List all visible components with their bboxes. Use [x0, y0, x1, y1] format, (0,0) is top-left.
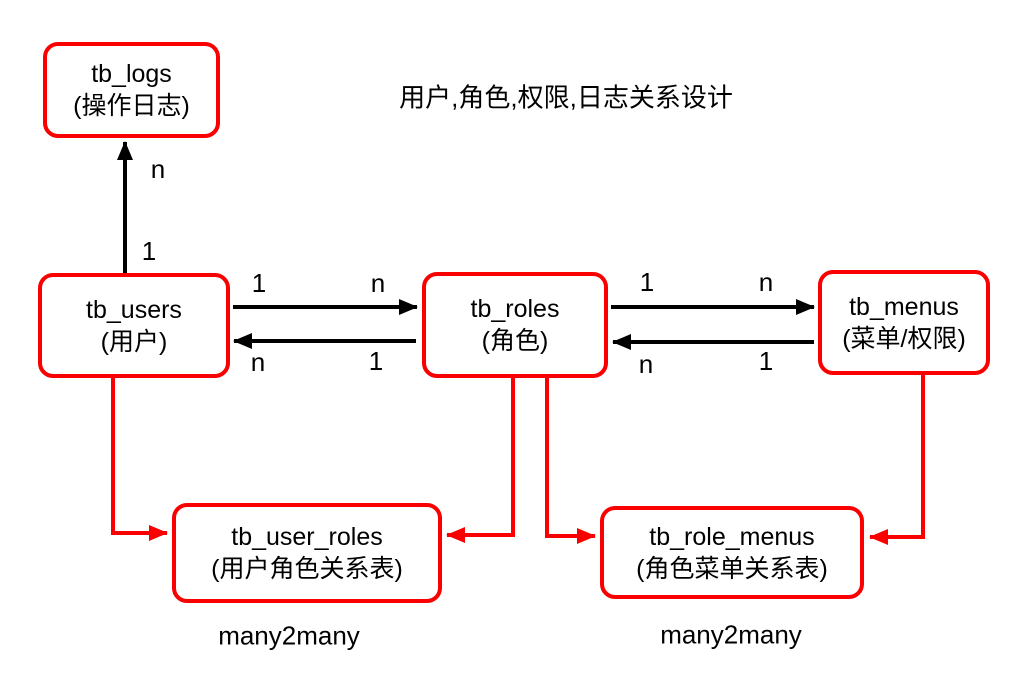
table-name: tb_user_roles: [231, 523, 383, 551]
table-name: tb_role_menus: [649, 522, 815, 551]
table-name: tb_users: [86, 295, 182, 324]
table-box-tb-menus: tb_menus (菜单/权限): [818, 270, 990, 375]
cardinality-label: 1: [368, 346, 384, 376]
table-desc: (用户): [100, 327, 168, 356]
table-box-tb-user-roles: tb_user_roles (用户角色关系表): [172, 503, 442, 603]
cardinality-label: n: [638, 349, 654, 379]
table-desc: (操作日志): [73, 92, 190, 120]
table-box-tb-logs: tb_logs (操作日志): [43, 42, 220, 138]
table-desc: (角色): [481, 327, 549, 355]
table-name: tb_logs: [91, 60, 172, 88]
many2many-label-right: many2many: [660, 619, 802, 650]
arrow-users-to-user-roles: [111, 377, 168, 541]
table-desc: (用户角色关系表): [211, 555, 403, 583]
arrow-roles-to-role-menus: [545, 378, 596, 544]
table-box-tb-users: tb_users (用户): [38, 273, 230, 378]
cardinality-label: 1: [639, 267, 655, 297]
diagram-title: 用户,角色,权限,日志关系设计: [399, 82, 733, 113]
table-box-tb-roles: tb_roles (角色): [422, 272, 608, 378]
table-desc: (角色菜单关系表): [636, 554, 828, 583]
arrow-roles-to-user-roles: [446, 378, 515, 543]
table-box-tb-role-menus: tb_role_menus (角色菜单关系表): [600, 506, 864, 599]
arrow-menus-to-role-menus: [869, 375, 925, 545]
many2many-label-left: many2many: [218, 620, 360, 651]
cardinality-label: 1: [141, 236, 157, 266]
cardinality-label: n: [150, 154, 166, 184]
table-desc: (菜单/权限): [842, 324, 966, 353]
cardinality-label: 1: [251, 268, 267, 298]
cardinality-label: n: [370, 268, 386, 298]
table-name: tb_roles: [470, 295, 560, 323]
cardinality-label: n: [250, 347, 266, 377]
cardinality-label: n: [758, 267, 774, 297]
cardinality-label: 1: [758, 346, 774, 376]
table-name: tb_menus: [849, 292, 959, 321]
